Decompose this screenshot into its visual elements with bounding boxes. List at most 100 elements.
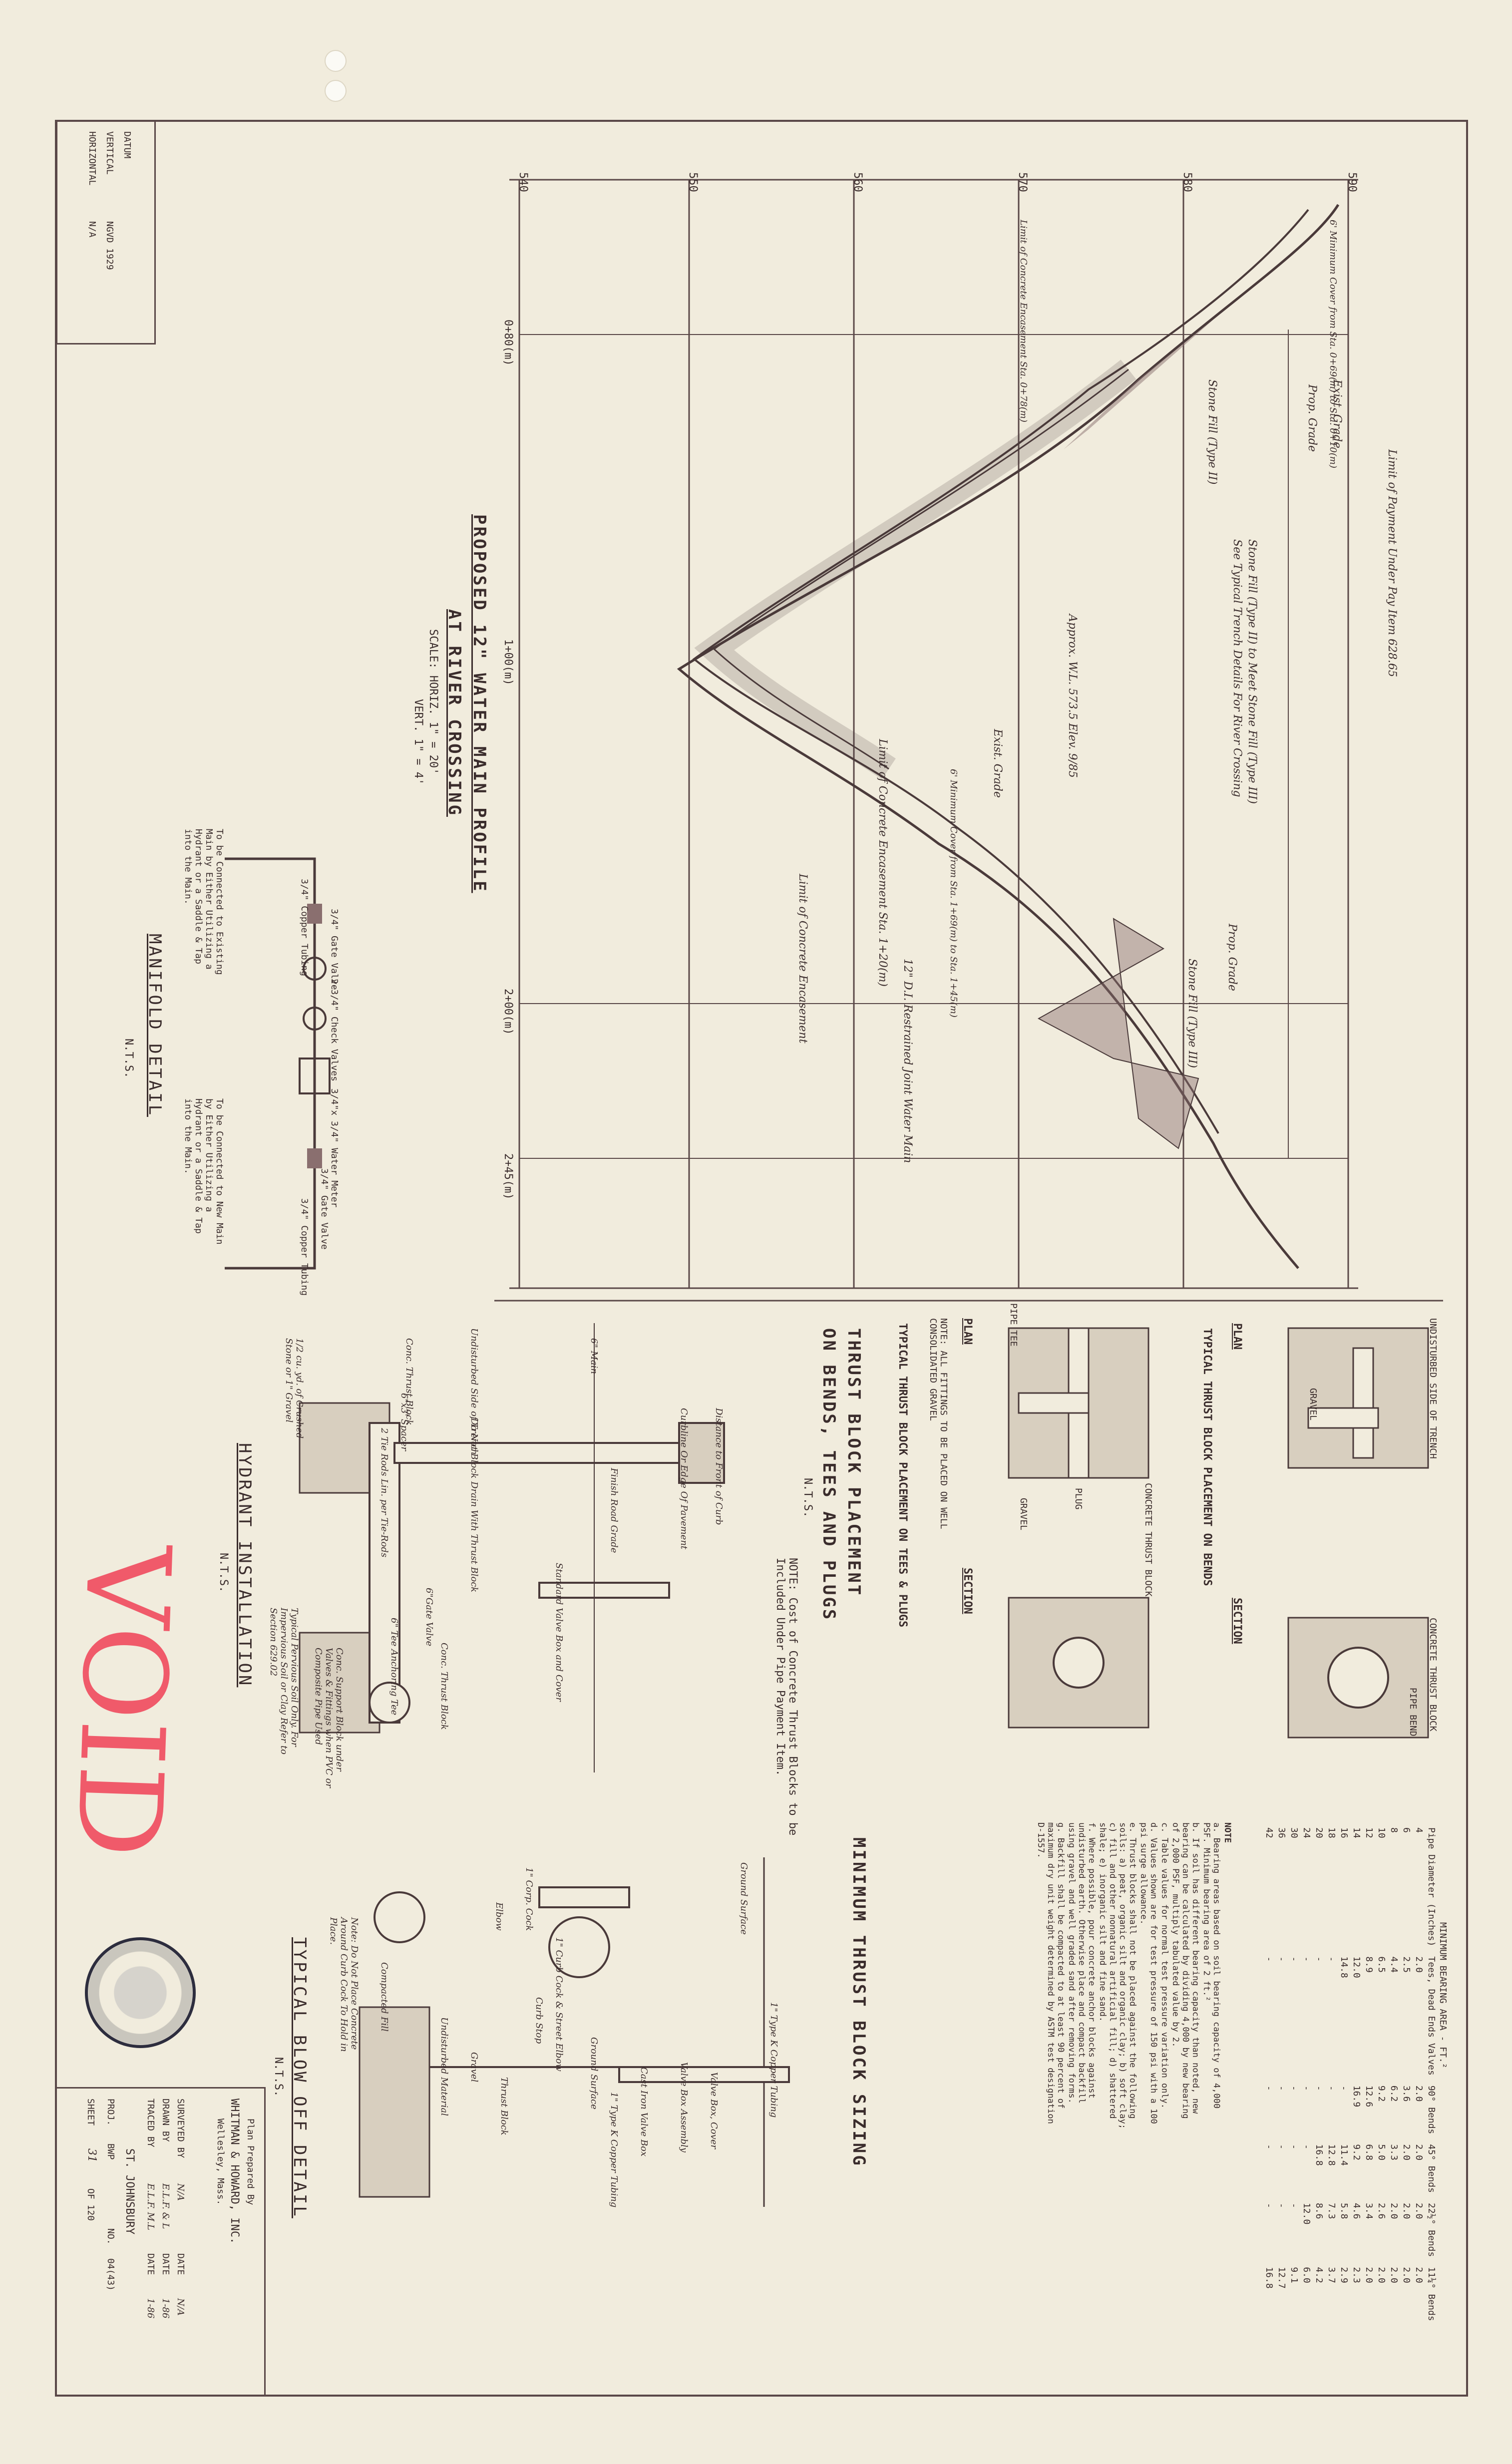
profile-callout: Stone Fill (Type II) [1206, 379, 1218, 485]
hydrant-barrel [393, 1442, 685, 1464]
surveyed-by-value: N/A [175, 2183, 186, 2201]
sizing-cell: 2.5 [1401, 1956, 1412, 1973]
blowoff-label: 1" Type K Copper Tubing [768, 2002, 779, 2118]
sizing-cell: 3.7 [1326, 2267, 1337, 2283]
sizing-cell: - [1314, 1956, 1324, 1962]
sizing-cell: - [1301, 2085, 1312, 2091]
sheet-label: SHEET [85, 2099, 96, 2126]
blowoff-label: Thrust Block [499, 2077, 509, 2135]
sizing-table-wrapper: MINIMUM BEARING AREA - FT.² Pipe Diamete… [1263, 1822, 1448, 2326]
firm-city: Wellesley, Mass. [215, 2118, 226, 2205]
date-label: DATE [160, 2253, 171, 2275]
water-main-pipe [713, 368, 1129, 770]
hydrant-diagram [299, 1323, 725, 1772]
sizing-row: 36----12.7 [1275, 1822, 1288, 2326]
sizing-cell: 3.3 [1389, 2144, 1399, 2160]
elevation-label-590: 590 [1346, 172, 1358, 192]
date-label: DATE [145, 2253, 156, 2275]
blowoff-diagram [359, 1857, 790, 2207]
sizing-cell: - [1276, 2144, 1287, 2150]
blowoff-label: Curb Stop [534, 1997, 544, 2044]
hydrant-label: Finish Road Grade [609, 1468, 619, 1553]
sizing-cell: 5.8 [1339, 2202, 1349, 2219]
blowoff-label: Compacted Fill [379, 1962, 389, 2032]
punch-hole [325, 50, 347, 72]
manifold-copper-tubing [225, 857, 316, 1270]
hydrant-thrust-block [299, 1632, 380, 1734]
gate-valve [307, 904, 322, 924]
sizing-col-header: Pipe Diameter (Inches) [1426, 1827, 1437, 1947]
town-name: ST. JOHNSBURY [123, 2148, 136, 2235]
elevation-label-580: 580 [1181, 172, 1193, 192]
thrust-block-diagrams [1008, 1327, 1429, 1739]
sizing-cell: - [1264, 1956, 1274, 1962]
sizing-note: g. Backfill shall be compacted to at lea… [1036, 1822, 1066, 2124]
hydrant-label: 2 Tie Rods Lin. per Tie-Rods [379, 1428, 389, 1558]
manifold-label: 3/4" Copper Tubing [299, 1198, 310, 1296]
profile-callout: Limit of Concrete Encasement Sta. 0+78(m… [1018, 220, 1029, 422]
sizing-cell: 11.4 [1339, 2144, 1349, 2166]
sizing-cell: - [1264, 2085, 1274, 2091]
sizing-cell: 5.0 [1376, 2144, 1387, 2160]
blowoff-label: Ground Surface [589, 2037, 599, 2110]
hydrant-label: Standard Valve Box and Cover [554, 1563, 564, 1702]
datum-vertical-value: NGVD 1929 [104, 221, 115, 270]
sizing-cell: 6.0 [1301, 2267, 1312, 2283]
sizing-cell: 24 [1301, 1827, 1312, 1838]
hydrant-nts: N.T.S. [217, 1553, 230, 1593]
blowoff-label: 1" Corp. Cock [524, 1867, 534, 1931]
hydrant-label: Undisturbed Side of Trench [469, 1328, 479, 1455]
thrust-label: GRAVEL [1308, 1388, 1318, 1421]
sizing-cell: 4.2 [1314, 2267, 1324, 2283]
datum-vertical-label: VERTICAL [104, 131, 115, 175]
sheet-of: OF 120 [85, 2188, 96, 2221]
sizing-cell: - [1301, 2144, 1312, 2150]
profile-drawing [509, 179, 1358, 1289]
sizing-cell: 14 [1351, 1827, 1362, 1838]
sizing-cell: 12.0 [1301, 2202, 1312, 2225]
sizing-cell: 2.0 [1389, 2267, 1399, 2283]
profile-scale-vert: VERT. 1" = 4' [412, 699, 424, 785]
hydrant-label: 6" Tee Anchoring Tee [389, 1618, 399, 1716]
surveyed-by-label: SURVEYED BY [175, 2099, 186, 2158]
water-main-section [369, 1682, 410, 1724]
blowoff-label: Valve Box Assembly [679, 2062, 689, 2152]
profile-callout: Stone Fill (Type II) to Meet Stone Fill … [1246, 539, 1258, 804]
elevation-label-550: 550 [687, 172, 699, 192]
sizing-cell: - [1289, 2144, 1299, 2150]
hydrant-label: 1/2 cu. yd. of Crushed Stone or 1" Grave… [284, 1338, 305, 1439]
sizing-cell: 9.1 [1289, 2267, 1299, 2283]
datum-horizontal-label: HORIZONTAL [87, 131, 97, 186]
blowoff-label: Ground Surface [739, 1862, 749, 1935]
engineer-seal [85, 1937, 196, 2048]
bend-section-label: SECTION [1231, 1598, 1243, 1644]
sizing-cell: 2.0 [1414, 2144, 1424, 2160]
date-value: 1-86 [145, 2298, 156, 2319]
sizing-cell: 3.6 [1401, 2085, 1412, 2102]
tee-plan-diagram [1008, 1327, 1149, 1479]
sizing-cell: 7.3 [1326, 2202, 1337, 2219]
main-pipe-section [374, 1891, 425, 1943]
sizing-cell: 8.6 [1314, 2202, 1324, 2219]
sizing-col-header: Tees, Dead Ends Valves [1426, 1956, 1437, 2076]
datum-horizontal-value: N/A [87, 221, 97, 238]
blowoff-label: Valve Box, Cover [709, 2072, 719, 2149]
sizing-cell: 2.3 [1351, 2267, 1362, 2283]
sizing-cell: 2.0 [1414, 1956, 1424, 1973]
station-label: 1+00(m) [502, 639, 514, 686]
profile-callout: 6' Minimum Cover from Sta. 1+69(m) to St… [948, 769, 959, 1018]
sizing-cell: 12.6 [1364, 2085, 1374, 2108]
sizing-cell: - [1264, 2144, 1274, 2150]
thrust-label: PIPE TEE [1008, 1303, 1019, 1347]
tee-plan-label: PLAN [961, 1318, 974, 1345]
proj-value: BWP [105, 2143, 116, 2160]
profile-callout: Exist. Grade [991, 729, 1004, 798]
sizing-cell: 30 [1289, 1827, 1299, 1838]
sizing-cell: 8.9 [1364, 1956, 1374, 1973]
sizing-col-header: 90° Bends [1426, 2085, 1437, 2134]
